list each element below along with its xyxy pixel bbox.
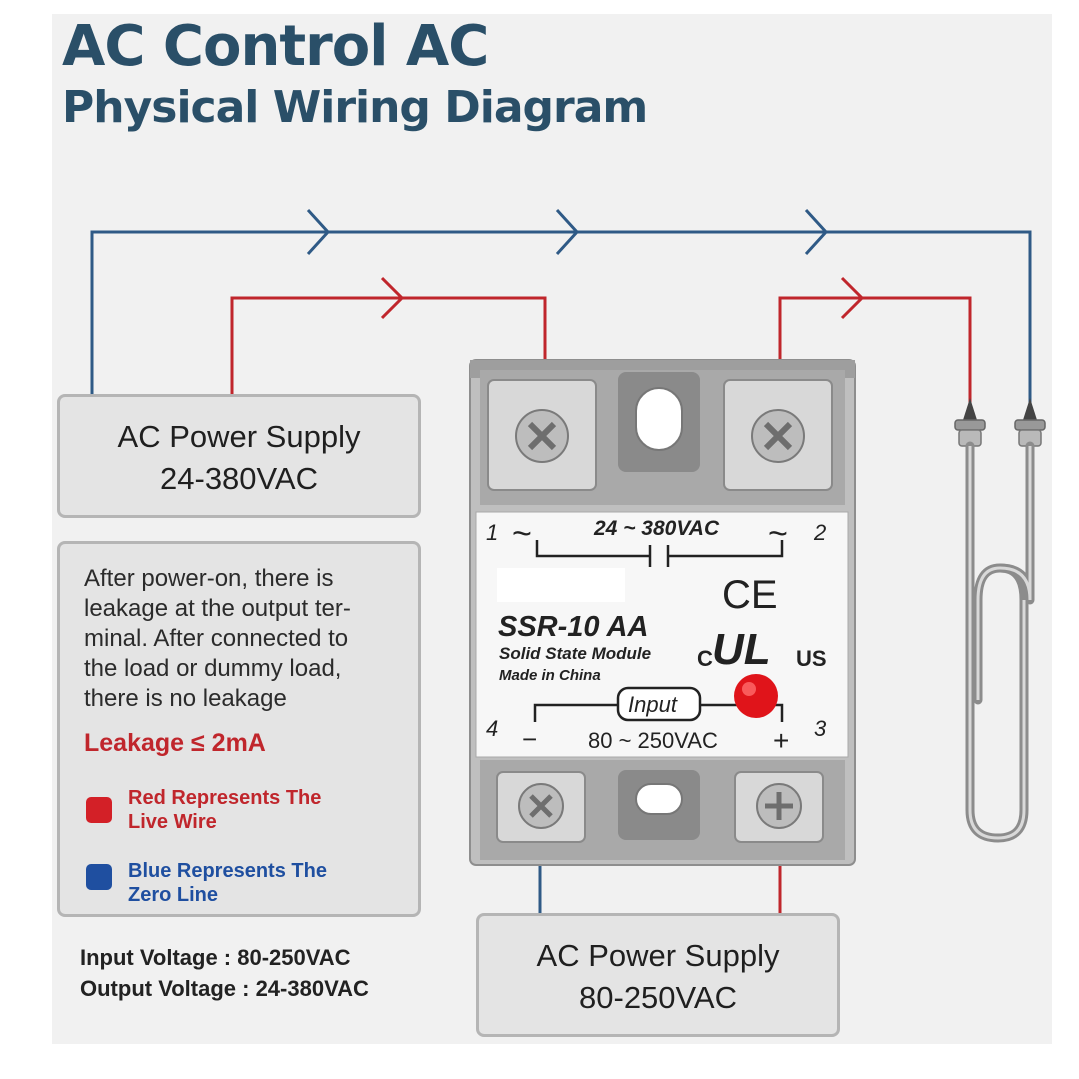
red-arrow-icon-2 — [840, 276, 865, 320]
leakage-spec: Leakage ≤ 2mA — [84, 729, 266, 757]
made-in-label: Made in China — [499, 667, 601, 684]
tilde-left: ~ — [512, 515, 532, 553]
output-power-supply-voltage: 24-380VAC — [160, 461, 318, 496]
output-power-supply-box: AC Power Supply 24-380VAC — [57, 394, 421, 518]
minus-sign: − — [522, 724, 537, 754]
terminal-2-label: 2 — [813, 520, 826, 545]
blue-arrow-icon-2 — [555, 208, 580, 256]
page-title: AC Control AC — [62, 14, 489, 79]
note-line: After power-on, there is — [84, 565, 334, 592]
plus-sign: + — [773, 725, 789, 756]
module-subtitle: Solid State Module — [499, 644, 651, 663]
note-line: there is no leakage — [84, 685, 287, 712]
ul-c-mark: C — [697, 646, 713, 671]
screw-terminal-icon — [496, 771, 586, 843]
input-power-supply-voltage: 80-250VAC — [579, 980, 737, 1015]
input-voltage-spec: Input Voltage : 80-250VAC — [80, 945, 351, 970]
ul-mark-icon: UL — [712, 625, 771, 674]
note-line: the load or dummy load, — [84, 655, 342, 682]
red-live-wire-left — [230, 296, 547, 415]
note-line: leakage at the output ter- — [84, 595, 351, 622]
blue-zero-wire — [90, 230, 1032, 420]
solid-state-relay — [469, 359, 856, 866]
ce-mark-icon: CE — [722, 573, 778, 617]
blue-legend-swatch — [86, 864, 112, 890]
tilde-right: ~ — [768, 515, 788, 553]
leakage-note-box: After power-on, there is leakage at the … — [57, 541, 421, 917]
leakage-note-text: After power-on, there is leakage at the … — [84, 564, 404, 714]
screw-terminal-icon — [723, 379, 833, 491]
input-label: Input — [628, 692, 678, 717]
input-rating: 80 ~ 250VAC — [588, 728, 718, 753]
output-rating: 24 ~ 380VAC — [593, 517, 720, 540]
red-arrow-icon-1 — [380, 276, 405, 320]
note-line: minal. After connected to — [84, 625, 349, 652]
input-label-frame — [616, 686, 702, 722]
legend-line: Blue Represents The — [128, 860, 327, 882]
blue-legend-label: Blue Represents The Zero Line — [128, 859, 368, 907]
heating-element-icon — [954, 398, 1046, 843]
input-power-supply-label: AC Power Supply — [536, 938, 780, 973]
legend-line: Red Represents The — [128, 787, 322, 809]
output-power-supply-label: AC Power Supply — [117, 419, 361, 454]
terminal-4-label: 4 — [486, 716, 498, 741]
mounting-slot-bottom — [618, 770, 700, 840]
mounting-slot-top — [618, 372, 700, 472]
legend-line: Live Wire — [128, 811, 217, 833]
terminal-1-label: 1 — [486, 520, 498, 545]
model-number: SSR-10 AA — [498, 611, 648, 643]
ul-us-mark: US — [796, 646, 827, 671]
page-subtitle: Physical Wiring Diagram — [62, 82, 648, 133]
screw-terminal-icon — [487, 379, 597, 491]
output-voltage-spec: Output Voltage : 24-380VAC — [80, 976, 369, 1001]
screw-terminal-icon — [734, 771, 824, 843]
blue-arrow-icon-1 — [306, 208, 331, 256]
red-legend-swatch — [86, 797, 112, 823]
legend-line: Zero Line — [128, 884, 219, 906]
input-power-supply-box: AC Power Supply 80-250VAC — [476, 913, 840, 1037]
indicator-led — [734, 674, 778, 718]
terminal-3-label: 3 — [814, 716, 827, 741]
blue-arrow-icon-3 — [804, 208, 829, 256]
red-live-wire-right — [778, 296, 972, 420]
red-legend-label: Red Represents The Live Wire — [128, 786, 368, 834]
